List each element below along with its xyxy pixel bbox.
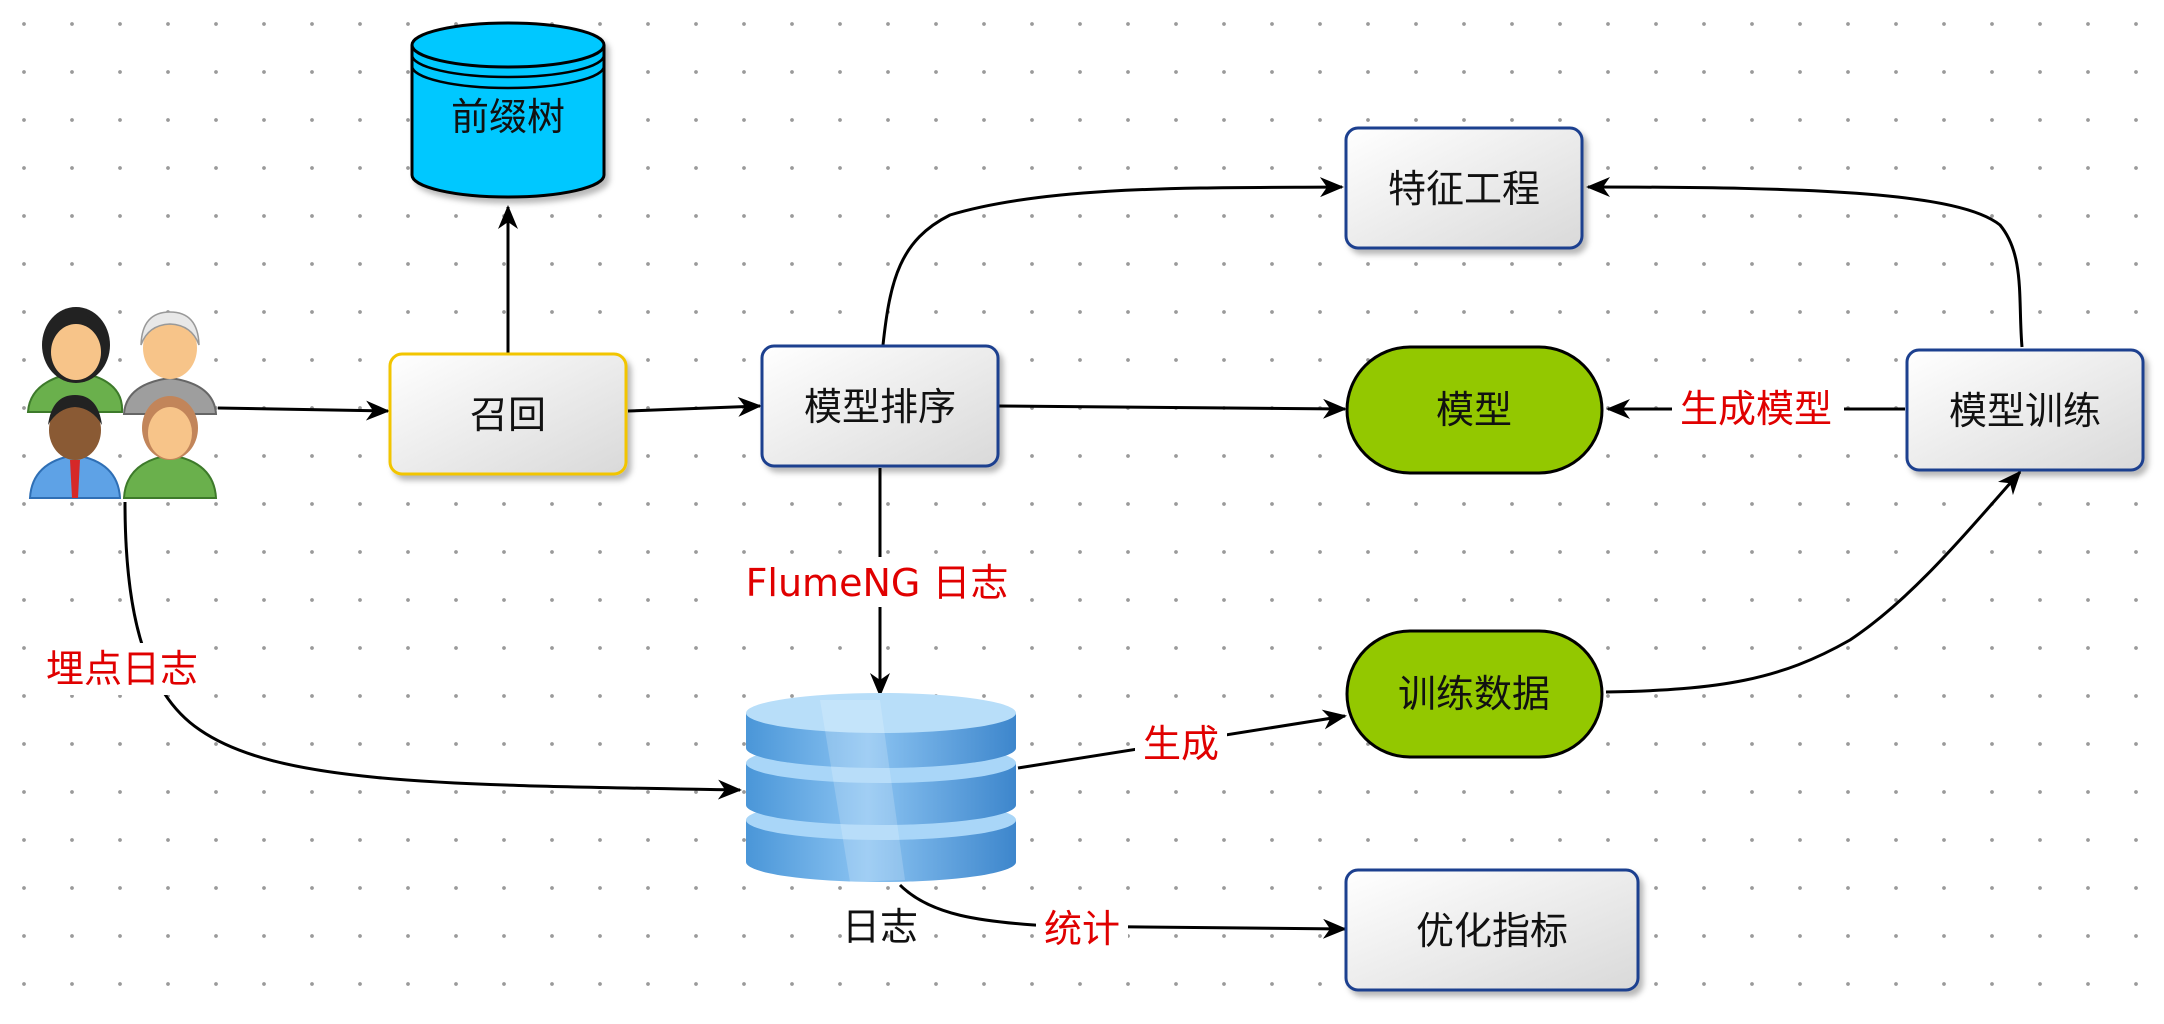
edge-ranking-to-feature <box>881 177 1344 346</box>
log-store-label: 日志 <box>842 905 918 949</box>
user-man-tie-icon <box>28 395 122 499</box>
training-data-label: 训练数据 <box>1398 672 1550 716</box>
model-training-node: 模型训练 <box>1905 348 2145 472</box>
model-training-label: 模型训练 <box>1949 389 2101 433</box>
prefix-tree-node: 前缀树 <box>410 21 606 199</box>
feature-engineering-label: 特征工程 <box>1388 167 1540 211</box>
edge-users-to-recall <box>217 400 390 421</box>
database-cylinder-icon <box>410 21 606 199</box>
users-group-icon <box>26 307 218 499</box>
prefix-tree-label: 前缀树 <box>451 95 565 139</box>
feature-engineering-node: 特征工程 <box>1344 126 1584 250</box>
user-woman-green-icon <box>122 396 218 499</box>
model-label: 模型 <box>1436 388 1512 432</box>
edge-training-to-feature <box>1586 177 2024 348</box>
recall-node: 召回 <box>388 352 628 476</box>
edge-label-generate: 生成 <box>1143 722 1219 766</box>
edge-recall-to-ranking <box>627 396 762 417</box>
model-ranking-label: 模型排序 <box>804 385 956 429</box>
edge-label-flumeng: FlumeNG 日志 <box>746 561 1009 605</box>
log-store-node: 日志 <box>746 693 1016 949</box>
recall-label: 召回 <box>470 393 546 437</box>
edge-users-to-log <box>123 501 742 800</box>
database-icon <box>746 693 1016 882</box>
edge-label-generate-model: 生成模型 <box>1680 387 1832 431</box>
edge-training-data-to-training <box>1605 470 2022 694</box>
model-ranking-node: 模型排序 <box>760 344 1000 468</box>
edge-ranking-to-model <box>997 398 1347 419</box>
training-data-node: 训练数据 <box>1345 629 1604 759</box>
edge-label-tracking: 埋点日志 <box>46 647 198 691</box>
optimization-metrics-node: 优化指标 <box>1344 868 1640 992</box>
optimization-metrics-label: 优化指标 <box>1416 909 1568 953</box>
edge-label-statistics: 统计 <box>1044 907 1120 951</box>
user-woman-icon <box>26 307 124 413</box>
model-node: 模型 <box>1345 345 1604 475</box>
